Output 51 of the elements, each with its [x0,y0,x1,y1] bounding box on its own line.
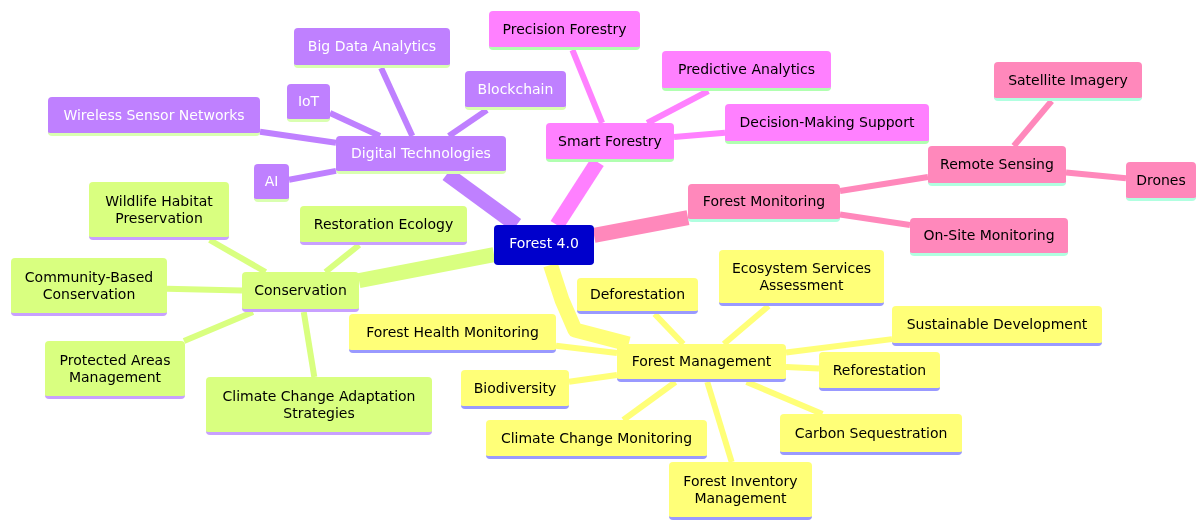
topic-box: Protected Areas Management [45,341,185,399]
topic-box: Forest Health Monitoring [349,314,556,353]
topic-box: Drones [1126,162,1196,201]
connector-line [673,129,726,141]
connector-line [300,311,318,378]
connector-line [182,309,255,344]
connector-line [378,66,416,138]
topic-box: Forest Inventory Management [669,462,812,520]
connector-line [785,364,820,372]
connector-line [839,174,929,194]
topic-box: IoT [287,84,330,122]
topic-box: Ecosystem Services Assessment [719,250,884,306]
connector-line [839,211,911,229]
connector-line [592,210,690,243]
connector-line [1011,99,1054,148]
topic-box: Precision Forestry [489,11,640,50]
connector-line [785,336,893,356]
central-topic-box: Forest 4.0 [494,225,594,265]
topic-box: Climate Change Adaptation Strategies [206,377,432,435]
topic-box: Forest Management [617,344,786,382]
connector-line [569,48,605,125]
topic-box: Smart Forestry [546,123,674,162]
topic-box: Forest Monitoring [688,184,840,222]
topic-box: Wireless Sensor Networks [48,97,260,136]
connector-line [259,128,337,146]
topic-box: Remote Sensing [928,146,1066,186]
connector-line [357,247,496,289]
topic-box: Carbon Sequestration [780,414,962,455]
connector-line [568,372,618,385]
connector-line [555,342,618,356]
topic-box: Biodiversity [461,370,569,409]
topic-box: Community-Based Conservation [11,258,167,316]
topic-box: Conservation [242,272,359,312]
topic-box: Restoration Ecology [300,206,467,245]
topic-box: Blockchain [465,71,566,110]
connector-line [1065,169,1127,182]
connector-line [288,167,337,183]
topic-box: Sustainable Development [892,306,1102,346]
topic-box: Big Data Analytics [294,28,450,68]
topic-box: Climate Change Monitoring [486,420,707,459]
connector-line [704,381,735,463]
topic-box: Predictive Analytics [662,51,831,91]
topic-box: On-Site Monitoring [910,218,1068,256]
topic-box: Digital Technologies [336,136,506,174]
topic-box: AI [254,164,289,202]
connector-line [166,285,243,294]
topic-box: Deforestation [577,278,698,314]
topic-box: Wildlife Habitat Preservation [89,182,229,240]
topic-box: Reforestation [819,352,940,391]
topic-box: Satellite Imagery [994,62,1142,101]
topic-box: Decision-Making Support [725,104,929,144]
